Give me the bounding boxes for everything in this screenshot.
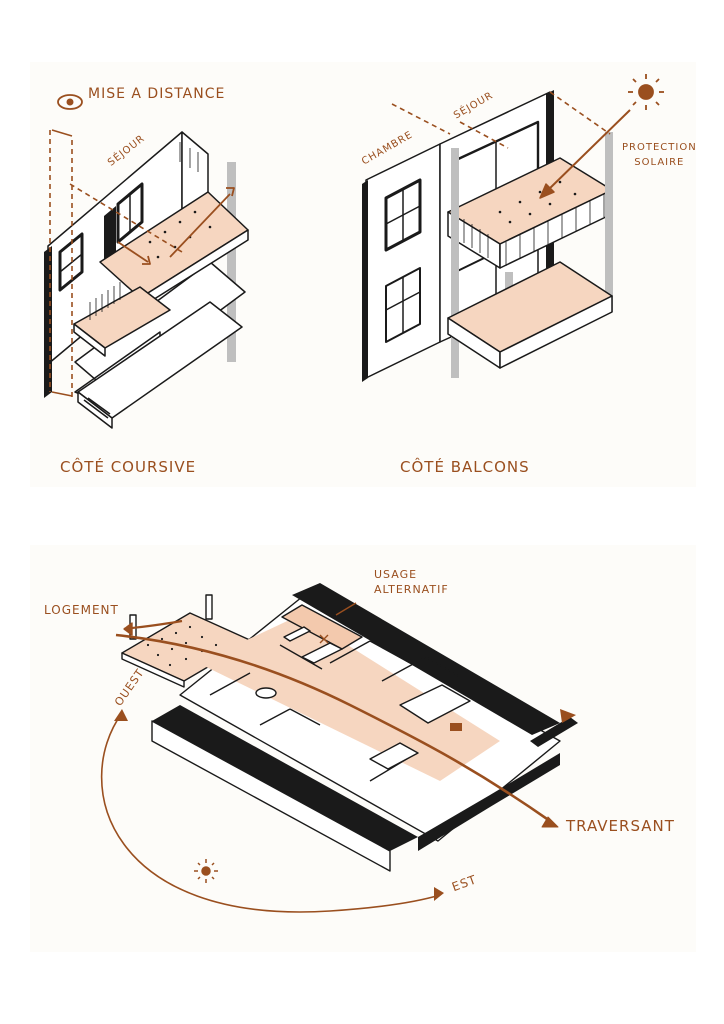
coursive-building bbox=[44, 94, 249, 429]
top-diagram-svg bbox=[44, 74, 664, 429]
bottom-diagram-svg bbox=[100, 583, 578, 913]
usage-alternatif-label: USAGE ALTERNATIF bbox=[374, 568, 449, 596]
cote-coursive-caption: CÔTÉ COURSIVE bbox=[60, 458, 197, 476]
balcons-building bbox=[362, 74, 664, 382]
bottom-diagram-panel: LOGEMENT USAGE ALTERNATIF OUEST TRAVERSA… bbox=[30, 545, 696, 952]
eye-icon bbox=[57, 94, 83, 110]
cote-balcons-caption: CÔTÉ BALCONS bbox=[400, 458, 530, 476]
traversant-label: TRAVERSANT bbox=[566, 817, 675, 835]
logement-label: LOGEMENT bbox=[44, 603, 119, 617]
sun-icon bbox=[628, 74, 664, 110]
top-diagram-panel: MISE A DISTANCE SÉJOUR CÔTÉ COURSIVE CHA… bbox=[30, 62, 696, 487]
apartment-plan bbox=[121, 583, 578, 872]
sun-icon-bottom bbox=[194, 859, 218, 883]
protection-solaire-label: PROTECTION SOLAIRE bbox=[622, 142, 697, 168]
mise-a-distance-label: MISE A DISTANCE bbox=[88, 86, 226, 102]
